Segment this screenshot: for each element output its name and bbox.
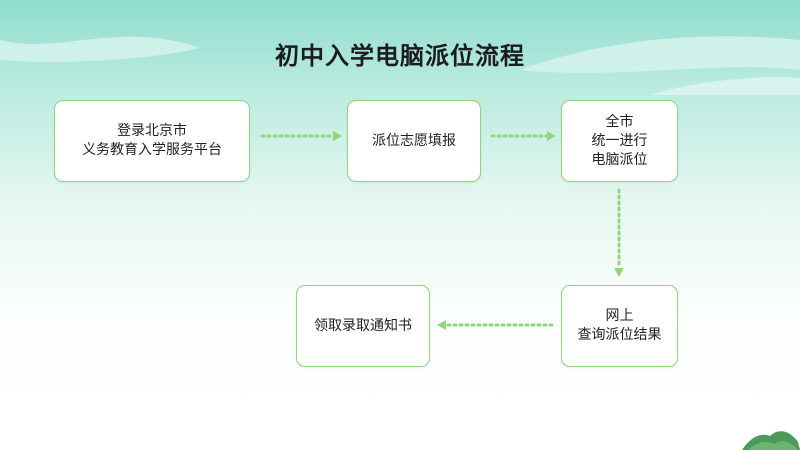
step-receive-notice-box: 领取录取通知书 bbox=[296, 285, 430, 367]
step-receive-notice-label: 领取录取通知书 bbox=[314, 317, 412, 334]
arrow-2-head bbox=[547, 131, 556, 141]
step-login-box: 登录北京市 义务教育入学服务平台 bbox=[54, 100, 250, 182]
step-lottery-label: 全市 统一进行 电脑派位 bbox=[591, 113, 648, 168]
arrow-4-head bbox=[437, 320, 446, 330]
arrow-1-head bbox=[333, 131, 342, 141]
step-preference-box: 派位志愿填报 bbox=[347, 100, 481, 182]
step-login-label: 登录北京市 义务教育入学服务平台 bbox=[82, 123, 222, 158]
cloud-decoration bbox=[0, 36, 800, 95]
step-query-result-label: 网上 查询派位结果 bbox=[577, 308, 662, 343]
step-lottery-box: 全市 统一进行 电脑派位 bbox=[561, 100, 678, 182]
arrow-3-head bbox=[614, 268, 624, 277]
page-title: 初中入学电脑派位流程 bbox=[275, 42, 525, 70]
step-preference-label: 派位志愿填报 bbox=[372, 132, 456, 149]
hill-decoration bbox=[742, 431, 800, 450]
step-query-result-box: 网上 查询派位结果 bbox=[561, 285, 678, 367]
